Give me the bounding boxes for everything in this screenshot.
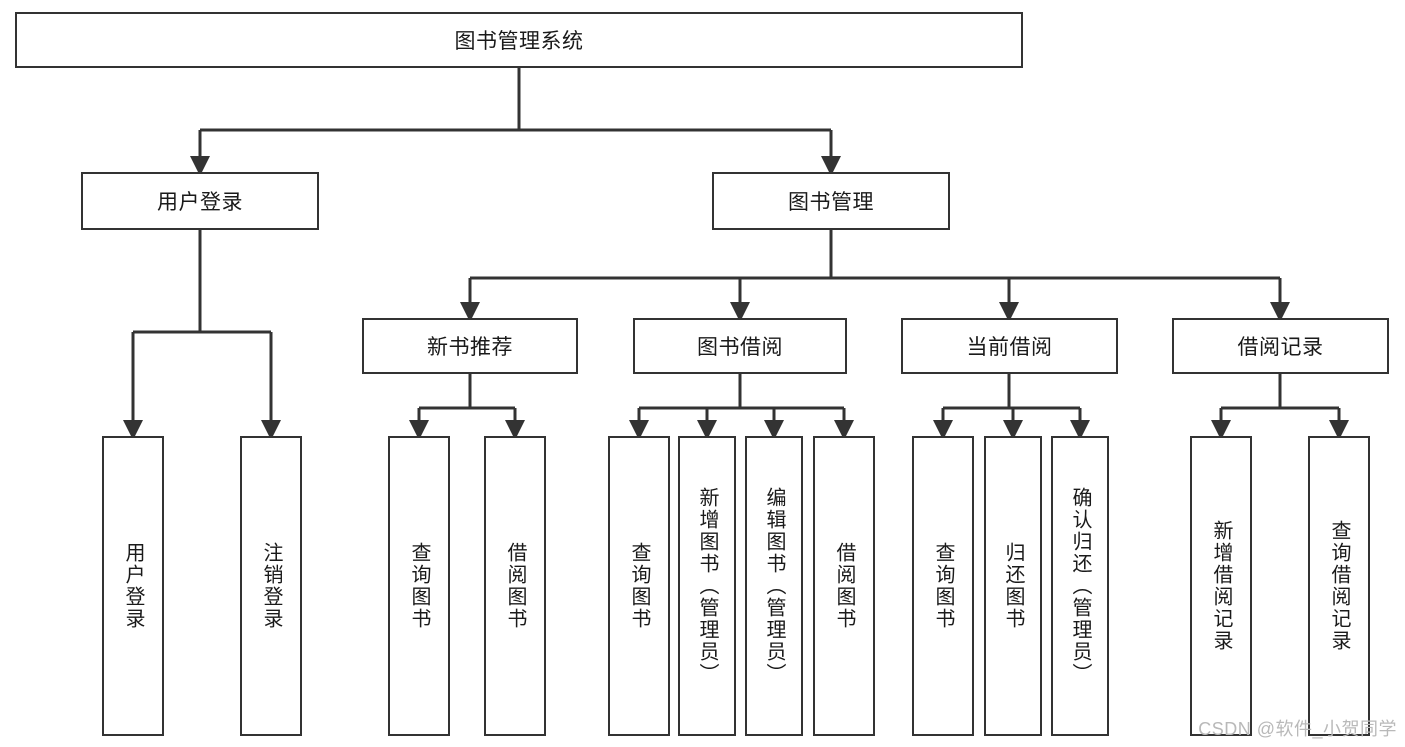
node-book-borrow-label: 图书借阅: [697, 336, 783, 359]
node-user-login[interactable]: 用户登录: [81, 172, 319, 230]
node-return-book-label: 归还图书: [1002, 542, 1024, 630]
node-borrow-book-1[interactable]: 借阅图书: [484, 436, 546, 736]
node-add-borrow-record-label: 新增借阅记录: [1210, 520, 1232, 652]
node-borrow-record-label: 借阅记录: [1237, 336, 1324, 359]
node-user-login-label: 用户登录: [157, 191, 243, 214]
node-borrow-book-2-label: 借阅图书: [833, 542, 855, 630]
node-query-book-3-label: 查询图书: [932, 542, 954, 630]
node-add-borrow-record[interactable]: 新增借阅记录: [1190, 436, 1252, 736]
node-borrow-book-1-label: 借阅图书: [504, 542, 526, 630]
node-root[interactable]: 图书管理系统: [15, 12, 1023, 68]
node-new-book-rec-label: 新书推荐: [427, 336, 513, 359]
node-confirm-return-label: 确认归还（管理员）: [1069, 487, 1091, 685]
node-edit-book-label: 编辑图书（管理员）: [763, 487, 785, 685]
node-query-book-1-label: 查询图书: [408, 542, 430, 630]
node-user-login-do[interactable]: 用户登录: [102, 436, 164, 736]
node-edit-book[interactable]: 编辑图书（管理员）: [745, 436, 803, 736]
node-query-book-1[interactable]: 查询图书: [388, 436, 450, 736]
node-new-book-rec[interactable]: 新书推荐: [362, 318, 578, 374]
node-query-book-3[interactable]: 查询图书: [912, 436, 974, 736]
node-borrow-record[interactable]: 借阅记录: [1172, 318, 1389, 374]
node-user-logout-label: 注销登录: [260, 542, 282, 630]
node-book-manage[interactable]: 图书管理: [712, 172, 950, 230]
node-current-borrow[interactable]: 当前借阅: [901, 318, 1118, 374]
node-query-book-2-label: 查询图书: [628, 542, 650, 630]
node-add-book[interactable]: 新增图书（管理员）: [678, 436, 736, 736]
node-query-borrow-record-label: 查询借阅记录: [1328, 520, 1350, 652]
node-user-logout[interactable]: 注销登录: [240, 436, 302, 736]
node-add-book-label: 新增图书（管理员）: [696, 487, 718, 685]
node-root-label: 图书管理系统: [454, 30, 584, 53]
node-borrow-book-2[interactable]: 借阅图书: [813, 436, 875, 736]
watermark: CSDN @软件_小贺同学: [1198, 719, 1397, 739]
node-book-borrow[interactable]: 图书借阅: [633, 318, 847, 374]
node-query-book-2[interactable]: 查询图书: [608, 436, 670, 736]
node-return-book[interactable]: 归还图书: [984, 436, 1042, 736]
node-query-borrow-record[interactable]: 查询借阅记录: [1308, 436, 1370, 736]
node-current-borrow-label: 当前借阅: [966, 336, 1053, 359]
node-user-login-do-label: 用户登录: [122, 542, 144, 630]
node-book-manage-label: 图书管理: [788, 191, 874, 214]
node-confirm-return[interactable]: 确认归还（管理员）: [1051, 436, 1109, 736]
